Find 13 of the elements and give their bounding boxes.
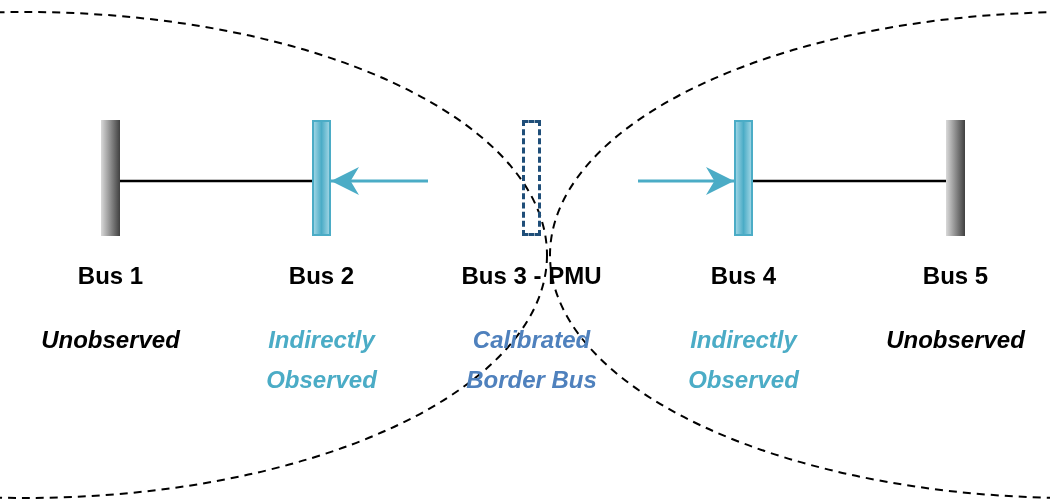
bus-status-label: Indirectly Observed [687,325,801,395]
bus-status-label: Unobserved [40,325,182,355]
bus-status-label: Unobserved [885,325,1027,355]
bus-label: Bus 2 [287,262,356,290]
bus-label: Bus 5 [921,262,990,290]
arrow [331,167,428,195]
bus-label: Bus 4 [709,262,778,290]
connecting-line [120,179,312,183]
bus-label: Bus 1 [76,262,145,290]
bus-label: Bus 3 - PMU [460,262,603,290]
arrow [638,167,734,195]
bus-status-label: Indirectly Observed [265,325,379,395]
connecting-line [753,179,946,183]
